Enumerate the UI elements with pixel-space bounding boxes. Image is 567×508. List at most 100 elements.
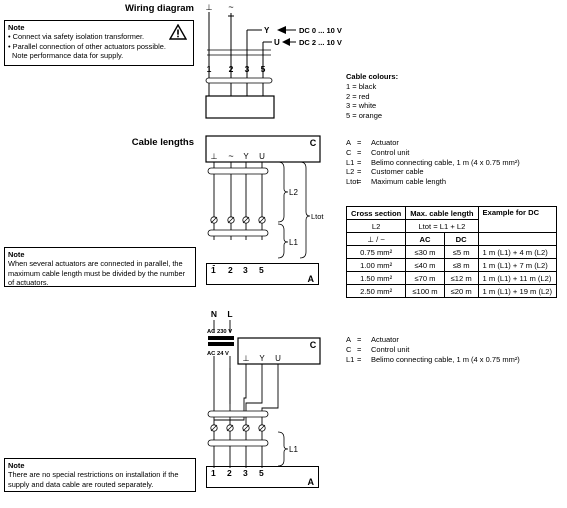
cable-colours: Cable colours: 1 = black 2 = red 3 = whi… — [346, 72, 398, 121]
wiring-diagram-title: Wiring diagram — [124, 3, 194, 14]
neutral-label: N — [211, 309, 217, 319]
bottom-terminal-1: 1 — [211, 265, 216, 275]
separate-note: Note There are no special restrictions o… — [4, 458, 196, 492]
legend-key-a: A — [346, 138, 352, 147]
cell-ac: ≤30 m — [405, 245, 445, 259]
cable-lengths-legend: A=Actuator C=Control unit L1=Belimo conn… — [346, 138, 520, 186]
legend-val-l2: Customer cable — [371, 167, 424, 177]
cell-ac: ≤70 m — [405, 271, 445, 285]
separate-note-title: Note — [8, 461, 25, 470]
separate-top-gnd: ⊥ — [243, 354, 250, 363]
legend-val-l1: Belimo connecting cable, 1 m (4 x 0.75 m… — [371, 157, 520, 167]
separate-control-unit-label: C — [310, 340, 317, 350]
sep-legend-val-c: Control unit — [371, 344, 410, 354]
th-gnd-ac: ⊥ / ~ — [345, 232, 407, 246]
cell-dc: ≤20 m — [443, 284, 479, 298]
legend-key-ltot: Ltot — [346, 177, 359, 186]
th-cross-section-l2: L2 — [345, 219, 407, 233]
cell-cs: 1.00 mm² — [345, 258, 407, 272]
separate-top-u: U — [275, 354, 281, 363]
cell-cs: 1.50 mm² — [345, 271, 407, 285]
separate-supply-schematic: N L AC 230 V AC 24 V C ⊥ Y U L1 — [207, 309, 321, 468]
separate-terminal-3: 3 — [243, 468, 248, 478]
cable-lengths-title: Cable lengths — [131, 137, 194, 148]
th-example-dc: Example for DC — [477, 206, 557, 233]
cable-lengths-note-text: When several actuators are connected in … — [8, 259, 186, 288]
wiring-note-line-2: • Parallel connection of other actuators… — [8, 41, 166, 51]
table-row: 2.50 mm² ≤100 m ≤20 m 1 m (L1) + 19 m (L… — [345, 284, 557, 298]
ac24-label: AC 24 V — [207, 351, 229, 357]
cable-lengths-actuator-box: 1 2 3 5 A — [206, 263, 319, 285]
cable-lengths-schematic: C ⊥ ~ Y U L2 L1 Ltot 1 — [205, 135, 324, 266]
separate-l1-label: L1 — [289, 445, 298, 454]
cable-colour-1: 1 = black — [346, 81, 377, 91]
ac230-label: AC 230 V — [207, 329, 232, 335]
table-row: 1.50 mm² ≤70 m ≤12 m 1 m (L1) + 11 m (L2… — [345, 271, 557, 285]
warning-icon — [169, 24, 187, 40]
top-term-ac: ~ — [228, 151, 233, 161]
sep-legend-key-a: A — [346, 335, 352, 344]
l2-label: L2 — [289, 188, 298, 197]
l1-label: L1 — [289, 238, 298, 247]
separate-terminal-2: 2 — [227, 468, 232, 478]
wiring-gnd-symbol: ⊥ — [206, 3, 213, 12]
th-ltot-formula: Ltot = L1 + L2 — [405, 219, 479, 233]
cell-ac: ≤40 m — [405, 258, 445, 272]
legend-key-l1: L1 — [346, 157, 355, 167]
wiring-terminal-5: 5 — [261, 64, 266, 74]
separate-terminal-5: 5 — [259, 468, 264, 478]
separate-terminal-1: 1 — [211, 468, 216, 478]
live-label: L — [227, 309, 232, 319]
top-term-u: U — [259, 152, 265, 161]
cable-lengths-note-title: Note — [8, 250, 25, 259]
wiring-note-line-1: • Connect via safety isolation transform… — [8, 32, 145, 42]
sep-legend-val-a: Actuator — [371, 335, 399, 344]
bottom-terminal-5: 5 — [259, 265, 264, 275]
control-unit-label: C — [310, 138, 317, 148]
separate-top-y: Y — [259, 354, 265, 363]
bottom-terminal-3: 3 — [243, 265, 248, 275]
ltot-label: Ltot — [311, 212, 324, 221]
cell-dc: ≤5 m — [443, 245, 479, 259]
control-unit-box — [205, 135, 321, 163]
separate-actuator-box: 1 2 3 5 A — [206, 466, 319, 488]
sep-legend-key-c: C — [346, 344, 352, 354]
wiring-terminal-3: 3 — [245, 64, 250, 74]
table-row: 1.00 mm² ≤40 m ≤8 m 1 m (L1) + 7 m (L2) — [345, 258, 557, 272]
cell-dc: ≤8 m — [443, 258, 479, 272]
cell-example: 1 m (L1) + 7 m (L2) — [477, 258, 557, 272]
th-cross-section: Cross section — [345, 206, 407, 220]
l-bottom-term-1: 1 — [212, 263, 217, 266]
legend-val-a: Actuator — [371, 138, 399, 147]
cell-dc: ≤12 m — [443, 271, 479, 285]
cell-example: 1 m (L1) + 19 m (L2) — [477, 284, 557, 298]
actuator-label: A — [307, 274, 315, 284]
th-dc: DC — [443, 232, 479, 246]
transformer-icon — [208, 336, 234, 340]
cell-example: 1 m (L1) + 4 m (L2) — [477, 245, 557, 259]
th-max-length: Max. cable length — [405, 206, 479, 220]
legend-key-c: C — [346, 147, 352, 157]
separate-note-text: There are no special restrictions on ins… — [8, 470, 179, 489]
cell-cs: 0.75 mm² — [345, 245, 407, 259]
cable-lengths-note: Note When several actuators are connecte… — [4, 247, 196, 287]
wiring-ac-symbol: ~ — [228, 2, 233, 12]
cable-colour-2: 2 = red — [346, 91, 370, 101]
signal-y-label: Y — [264, 26, 270, 35]
cable-length-table: Cross section Max. cable length Example … — [345, 206, 557, 298]
cable-colour-5: 5 = orange — [346, 111, 383, 120]
wiring-note-line-3: Note performance data for supply. — [12, 51, 124, 61]
cell-ac: ≤100 m — [405, 284, 445, 298]
cell-example: 1 m (L1) + 11 m (L2) — [477, 271, 557, 285]
signal-u-range: DC 2 ... 10 V — [299, 38, 342, 47]
wiring-terminal-2: 2 — [229, 64, 234, 74]
separate-control-unit-box — [237, 337, 321, 365]
top-term-gnd: ⊥ — [211, 152, 218, 161]
legend-val-ltot: Maximum cable length — [371, 177, 447, 186]
sep-legend-key-l1: L1 — [346, 354, 355, 364]
top-term-y: Y — [243, 152, 249, 161]
cable-colour-3: 3 = white — [346, 101, 377, 111]
wiring-schematic: ⊥ ~ Y DC 0 ... 10 V U DC 2 ... 10 V 1 2 … — [205, 2, 342, 119]
legend-key-l2: L2 — [346, 167, 355, 177]
wiring-terminal-1: 1 — [207, 64, 212, 74]
